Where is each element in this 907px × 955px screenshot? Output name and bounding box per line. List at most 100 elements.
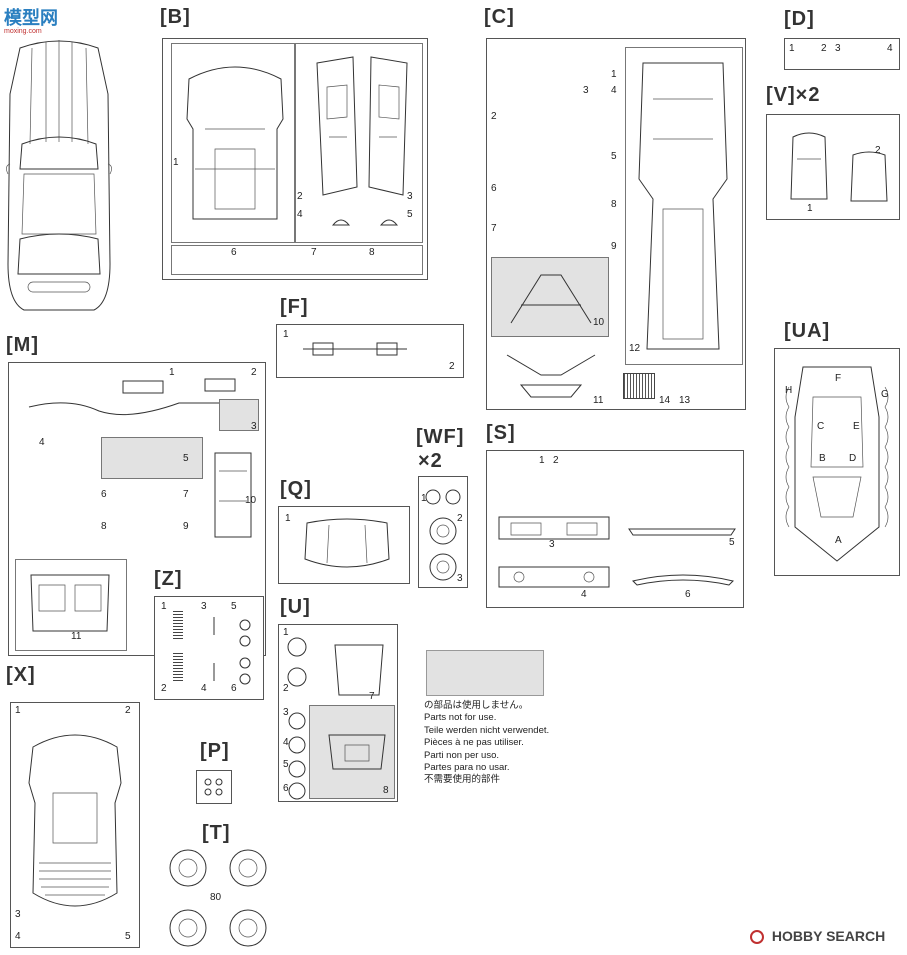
part-num-q1: 1 <box>285 513 291 524</box>
part-z1-lens <box>173 611 183 639</box>
part-num-d3: 3 <box>835 43 841 54</box>
part-num-u7: 7 <box>369 691 375 702</box>
section-z-label: [Z] <box>154 568 183 590</box>
part-b1-floor <box>186 66 284 220</box>
part-num-wf2: 2 <box>457 513 463 524</box>
part-c10-suspension <box>510 274 592 324</box>
section-v-label: [V]×2 <box>766 84 821 106</box>
sprue-b: 1 2 3 4 5 6 7 8 <box>162 38 428 280</box>
sprue-d: 1 2 3 4 <box>784 38 900 70</box>
part-num-c1: 1 <box>611 69 617 80</box>
part-num-s2: 2 <box>553 455 559 466</box>
part-num-c4: 4 <box>611 85 617 96</box>
part-num-b3: 3 <box>407 191 413 202</box>
part-num-d4: 4 <box>887 43 893 54</box>
section-d-label: [D] <box>784 8 815 30</box>
legend-line-it: Parti non per uso. <box>424 749 499 761</box>
part-num-c9: 9 <box>611 241 617 252</box>
section-t-label: [T] <box>202 822 231 844</box>
part-num-d2: 2 <box>821 43 827 54</box>
part-u8-dash <box>328 734 386 770</box>
decal-ua-b: B <box>819 453 826 464</box>
part-num-m2: 2 <box>251 367 257 378</box>
sprue-v: 1 2 <box>766 114 900 220</box>
legend-line-ja: の部品は使用しません。 <box>424 700 529 711</box>
section-wf-label: [WF] <box>416 426 465 448</box>
part-num-m9: 9 <box>183 521 189 532</box>
part-num-c14: 14 <box>659 395 671 406</box>
part-num-m7: 7 <box>183 489 189 500</box>
part-num-u1: 1 <box>283 627 289 638</box>
sprue-x: 1 2 3 4 5 <box>10 702 140 948</box>
part-num-u3: 3 <box>283 707 289 718</box>
legend-notes: の部品は使用しません。 Parts not for use. Teile wer… <box>424 700 549 787</box>
part-s5-strip <box>628 528 736 536</box>
part-num-s6: 6 <box>685 589 691 600</box>
part-s4-bumper <box>498 566 610 588</box>
part-num-x2: 2 <box>125 705 131 716</box>
part-x-body-shell <box>28 734 122 907</box>
sprue-m-cell-11 <box>15 559 127 651</box>
decal-sheet-ua: A B C D E F G H <box>774 348 900 576</box>
part-num-u2: 2 <box>283 683 289 694</box>
part-num-s4: 4 <box>581 589 587 600</box>
part-num-z1: 1 <box>161 601 167 612</box>
part-num-u4: 4 <box>283 737 289 748</box>
decal-ua-h: H <box>785 385 793 396</box>
part-num-m4: 4 <box>39 437 45 448</box>
section-p-label: [P] <box>200 740 230 762</box>
part-num-u5: 5 <box>283 759 289 770</box>
part-t-tires <box>169 849 267 947</box>
part-num-c8: 8 <box>611 199 617 210</box>
watermark-subtext: moxing.com <box>4 28 42 35</box>
part-q1-hood <box>304 518 390 568</box>
part-num-d1: 1 <box>789 43 795 54</box>
decal-ua-f: F <box>835 373 842 384</box>
part-v1-seat <box>790 132 828 200</box>
part-c12-chassis <box>638 62 728 350</box>
part-b4-b5-mirrors <box>331 219 399 226</box>
hobbysearch-icon <box>750 930 764 945</box>
part-num-s3: 3 <box>549 539 555 550</box>
decal-ua-outline <box>785 366 889 562</box>
part-num-z4: 4 <box>201 683 207 694</box>
decal-ua-c: C <box>817 421 825 432</box>
part-v2-seat <box>850 151 888 202</box>
section-m-label: [M] <box>6 334 39 356</box>
part-count-t: 80 <box>210 892 222 903</box>
section-s-label: [S] <box>486 422 516 444</box>
part-num-v1: 1 <box>807 203 813 214</box>
part-num-z5: 5 <box>231 601 237 612</box>
part-num-s1: 1 <box>539 455 545 466</box>
part-num-x5: 5 <box>125 931 131 942</box>
part-m1-exhaust <box>28 378 236 416</box>
part-num-b6: 6 <box>231 247 237 258</box>
part-z3-z4-pins <box>213 617 215 681</box>
part-num-m5: 5 <box>183 453 189 464</box>
part-num-z6: 6 <box>231 683 237 694</box>
legend-line-en: Parts not for use. <box>424 712 497 724</box>
legend-line-fr: Pièces à ne pas utiliser. <box>424 737 524 749</box>
section-b-label: [B] <box>160 6 191 28</box>
part-m10-engine <box>214 452 252 538</box>
part-num-b5: 5 <box>407 209 413 220</box>
part-num-m8: 8 <box>101 521 107 532</box>
part-num-c2: 2 <box>491 111 497 122</box>
sprue-b-cell-right <box>295 43 423 243</box>
legend-line-zh: 不需要使用的部件 <box>424 774 501 786</box>
sprue-s: 1 2 3 4 5 6 <box>486 450 744 608</box>
decal-ua-e: E <box>853 421 860 432</box>
part-s3-bumper <box>498 516 610 540</box>
part-num-b8: 8 <box>369 247 375 258</box>
part-num-f2: 2 <box>449 361 455 372</box>
sprue-b-cell-left <box>171 43 295 243</box>
part-z2-lens <box>173 653 183 681</box>
decal-ua-a: A <box>835 535 842 546</box>
part-num-c13: 13 <box>679 395 691 406</box>
sprue-m-cell-shaded-5 <box>101 437 203 479</box>
part-num-m10: 10 <box>245 495 257 506</box>
part-num-m3: 3 <box>251 421 257 432</box>
part-wf-wheels <box>425 489 461 581</box>
part-s6-spoiler <box>632 574 734 586</box>
part-num-s5: 5 <box>729 537 735 548</box>
